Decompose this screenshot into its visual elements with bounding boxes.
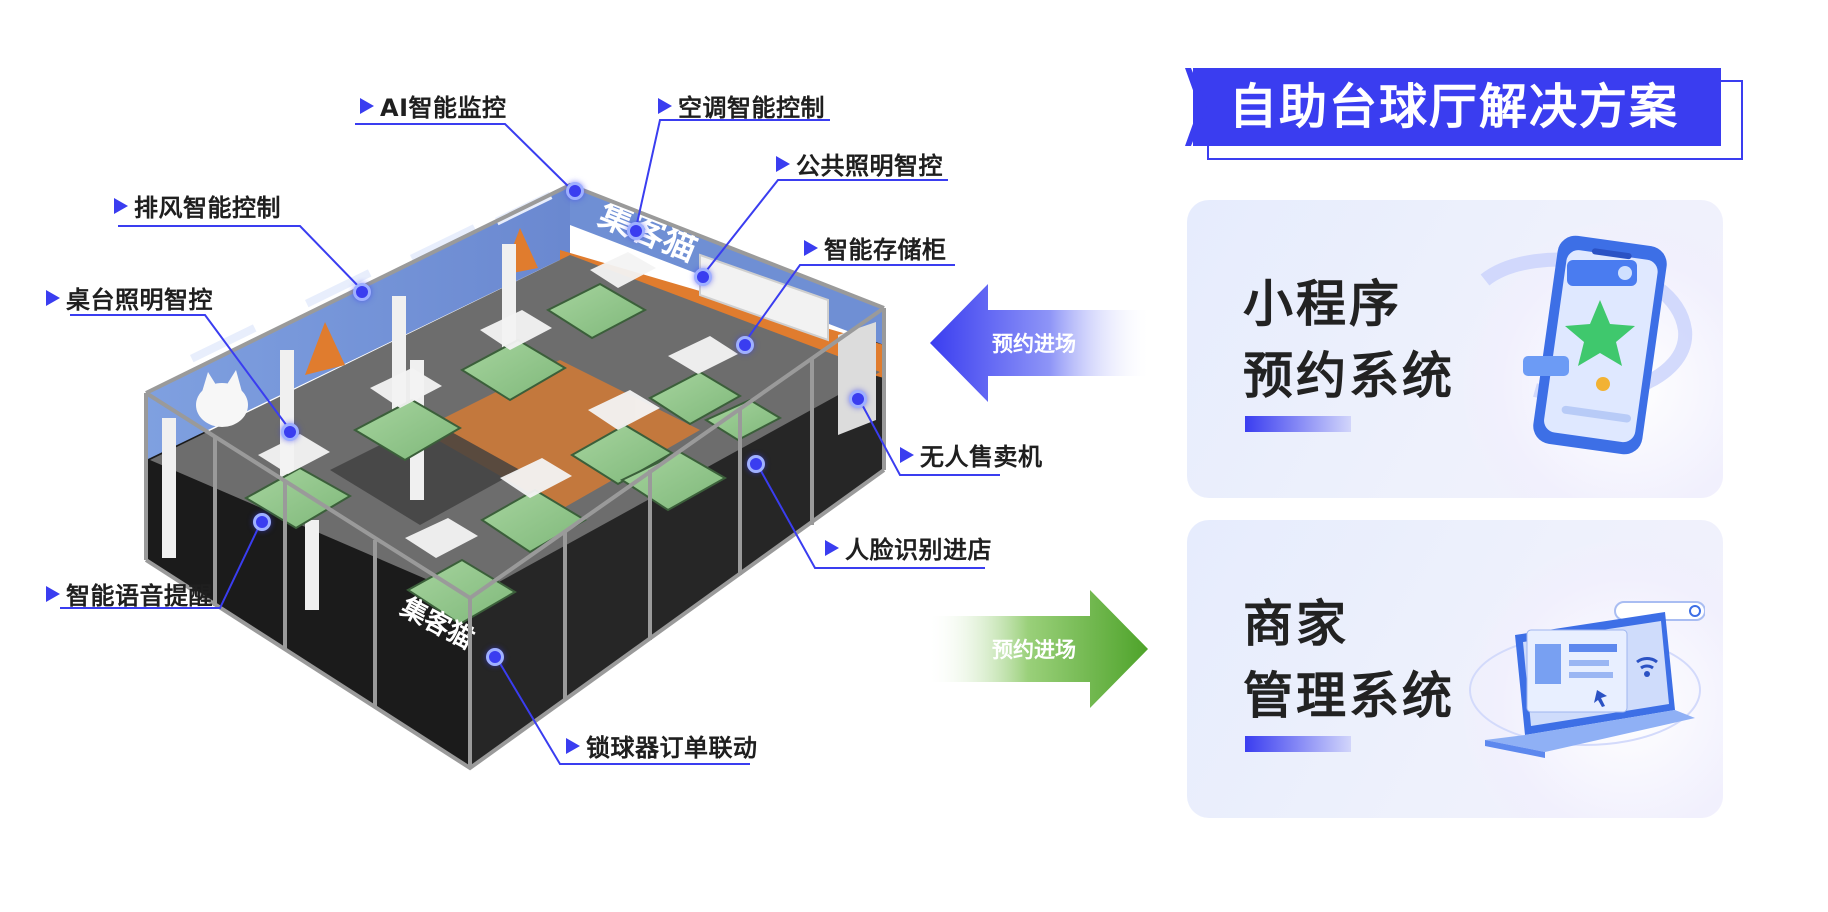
pointer-triangle-icon [804,239,818,256]
card-mini-program-line2: 预约系统 [1243,347,1455,405]
laptop-dashboard-icon [1469,601,1705,758]
card-accent-bar [1245,736,1351,752]
callout-label: AI智能监控 [380,94,507,122]
cat-ear-left [202,372,218,392]
callout-label: 智能语音提醒 [66,582,213,610]
callout-label: 智能存储柜 [824,236,947,264]
wall-poster-triangle-1 [305,322,345,375]
callout-public-lighting: 公共照明智控 [776,146,943,181]
pointer-triangle-icon [825,539,839,556]
title-fill [1193,68,1721,146]
pool-tables [244,282,783,626]
sensor-exhaust [353,283,371,301]
callout-leader-lines [60,119,1000,765]
cat-ear-right [226,370,242,392]
wall-vent-2 [305,269,372,308]
pointer-triangle-icon [46,289,60,306]
sensor-storage [736,336,754,354]
card-merchant: 商家 管理系统 [1187,520,1723,818]
callout-exhaust-control: 排风智能控制 [114,188,281,223]
arrow-top-left: 预约进场 [930,284,1148,402]
pointer-triangle-icon [900,446,914,463]
page-title: 自助台球厅解决方案 [1229,79,1680,135]
pointer-triangle-icon [46,585,60,602]
pointer-triangle-icon [658,97,672,114]
card-merchant-line2: 管理系统 [1243,667,1455,725]
title-banner: 自助台球厅解决方案 [1185,68,1745,160]
sensor-ball-lock [486,648,504,666]
callout-vending-machine: 无人售卖机 [900,437,1043,472]
floor-dark-pattern [330,420,520,525]
callout-label: 人脸识别进店 [845,536,992,564]
card-merchant-line1: 商家 [1243,595,1349,653]
right-arrow-icon [930,590,1148,708]
title-chevron-icon [1185,68,1207,146]
callout-label: 公共照明智控 [796,152,943,180]
sensor-ac [627,222,645,240]
callout-ac-control: 空调智能控制 [658,88,825,123]
pointer-triangle-icon [360,97,374,114]
callout-label: 排风智能控制 [134,194,281,222]
pointer-triangle-icon [566,737,580,754]
wall-vent-1 [190,324,257,363]
sensor-table-lighting [281,423,299,441]
sensor-voice [253,513,271,531]
card-accent-bar [1245,416,1351,432]
sensor-public-lighting [694,268,712,286]
billiard-hall-scene: 集客猫 [46,88,1042,771]
sensor-vending [849,390,867,408]
smartphone-star-icon [1480,235,1693,455]
overhead-lamps [258,252,738,558]
callout-ai-monitor: AI智能监控 [360,88,507,123]
glass-frame [144,182,886,771]
wall-vent-3 [410,224,477,263]
callout-label: 桌台照明智控 [66,286,213,314]
pointer-triangle-icon [776,155,790,172]
arrow-bottom-label: 预约进场 [992,638,1076,662]
card-mini-program: 小程序 预约系统 [1187,200,1723,498]
callout-ball-lock: 锁球器订单联动 [566,728,758,763]
callout-storage-locker: 智能存储柜 [804,230,947,265]
callout-table-lighting: 桌台照明智控 [46,280,213,315]
cat-mascot [196,383,248,427]
callout-face-entry: 人脸识别进店 [825,530,992,565]
callout-label: 无人售卖机 [920,443,1043,471]
vending-machine-block [838,322,876,435]
pointer-triangle-icon [114,197,128,214]
sensor-ai-monitor [566,182,584,200]
card-mini-program-line1: 小程序 [1243,275,1402,333]
arrow-bottom-right: 预约进场 [930,590,1148,708]
arrow-top-label: 预约进场 [992,332,1076,356]
back-wall-left [146,185,570,460]
callout-voice-reminder: 智能语音提醒 [46,576,213,611]
left-arrow-icon [930,284,1148,402]
callout-label: 锁球器订单联动 [586,734,758,762]
sensor-face-entry [747,455,765,473]
callout-label: 空调智能控制 [678,94,825,122]
